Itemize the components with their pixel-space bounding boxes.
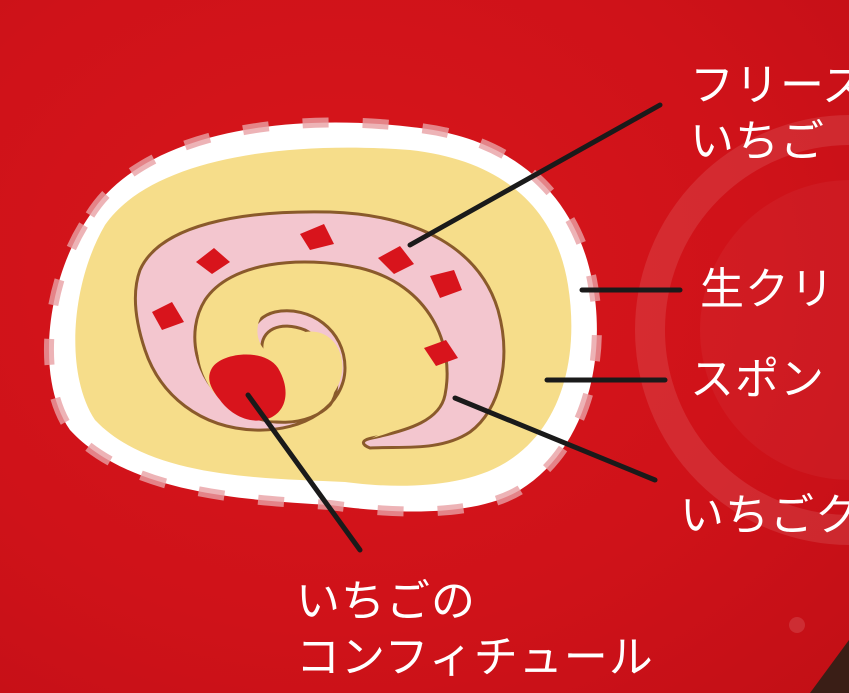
label-confiture-line2: コンフィチュール bbox=[296, 632, 654, 683]
strawberry-cream-layer bbox=[133, 210, 506, 450]
leader-lines bbox=[245, 102, 683, 553]
label-fresh-cream: 生クリ bbox=[700, 264, 835, 315]
label-confiture-line1: いちごの bbox=[296, 576, 476, 627]
leader-line-confiture bbox=[245, 392, 363, 553]
label-strawberry-cream: いちごク bbox=[680, 490, 849, 541]
label-sponge: スポン bbox=[690, 354, 825, 405]
strawberry-piece bbox=[152, 302, 184, 330]
strawberry-piece bbox=[300, 224, 334, 250]
leader-line-strawberry-cream bbox=[452, 395, 658, 483]
label-freeze-dried-line2: いちご bbox=[690, 116, 825, 167]
decorative-ring bbox=[635, 115, 849, 633]
corner-shadow bbox=[810, 640, 849, 693]
freeze-dried-strawberry-pieces bbox=[152, 224, 462, 366]
label-strawberry-confiture: いちごの コンフィチュール bbox=[296, 574, 654, 686]
strawberry-piece bbox=[430, 270, 462, 298]
strawberry-piece bbox=[196, 248, 230, 274]
leader-line-freeze-dried bbox=[407, 102, 663, 248]
strawberry-piece bbox=[378, 246, 414, 274]
label-freeze-dried-line1: フリーズ bbox=[690, 60, 849, 111]
strawberry-piece bbox=[424, 340, 458, 366]
strawberry-confiture-center bbox=[209, 354, 286, 421]
label-freeze-dried-strawberry: フリーズ いちご bbox=[690, 58, 849, 170]
